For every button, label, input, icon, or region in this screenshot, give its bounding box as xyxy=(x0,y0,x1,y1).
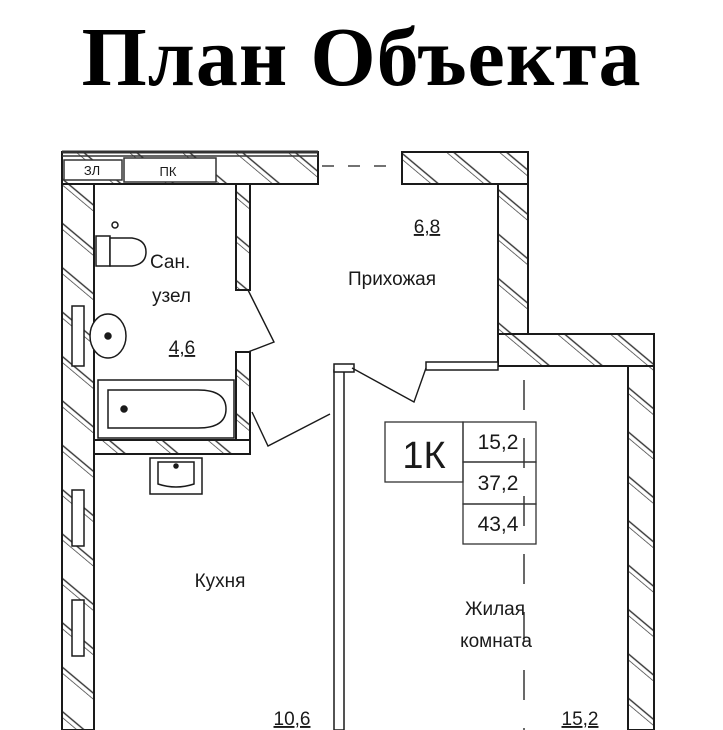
toilet-icon xyxy=(95,221,147,267)
kitchen-sink-icon xyxy=(149,457,203,495)
wall-hallway-right xyxy=(497,183,529,335)
wall-bath-bottom xyxy=(93,439,251,455)
radiator-icon xyxy=(71,305,85,657)
door-living xyxy=(351,367,427,404)
window-label-pk: ПК xyxy=(160,164,177,179)
room-kitchen-area: 10,6 xyxy=(274,709,311,730)
room-living-name-1: Жилая xyxy=(465,599,525,620)
window-pk xyxy=(123,157,217,183)
room-living-area: 15,2 xyxy=(562,709,599,730)
window-zl xyxy=(63,159,123,181)
summary-living-area: 15,2 xyxy=(478,431,519,454)
page-title: План Объекта xyxy=(81,11,642,104)
apartment-type: 1К xyxy=(402,435,445,477)
summary-total-with-balcony: 43,4 xyxy=(478,513,519,536)
door-bathroom xyxy=(247,289,275,353)
wall-bath-right-lower xyxy=(235,351,251,445)
window-label-zl: ЗЛ xyxy=(84,163,100,178)
summary-total-area: 37,2 xyxy=(478,472,519,495)
room-kitchen-name: Кухня xyxy=(195,571,246,592)
wall-top-right xyxy=(401,151,529,185)
summary-box xyxy=(384,421,537,545)
door-kitchen xyxy=(251,411,331,447)
room-bathroom-area: 4,6 xyxy=(169,338,195,359)
room-bathroom-name-1: Сан. xyxy=(150,252,190,273)
wall-bath-right xyxy=(235,183,251,291)
room-bathroom-name-2: узел xyxy=(152,286,191,307)
wall-living-top xyxy=(497,333,655,367)
room-hallway-name: Прихожая xyxy=(348,269,436,290)
room-living-name-2: комната xyxy=(460,631,532,652)
sink-icon xyxy=(89,313,127,359)
wall-right xyxy=(627,365,655,730)
wall-kitchen-living xyxy=(333,369,345,730)
room-hallway-area: 6,8 xyxy=(414,217,440,238)
bathtub-icon xyxy=(97,379,235,439)
